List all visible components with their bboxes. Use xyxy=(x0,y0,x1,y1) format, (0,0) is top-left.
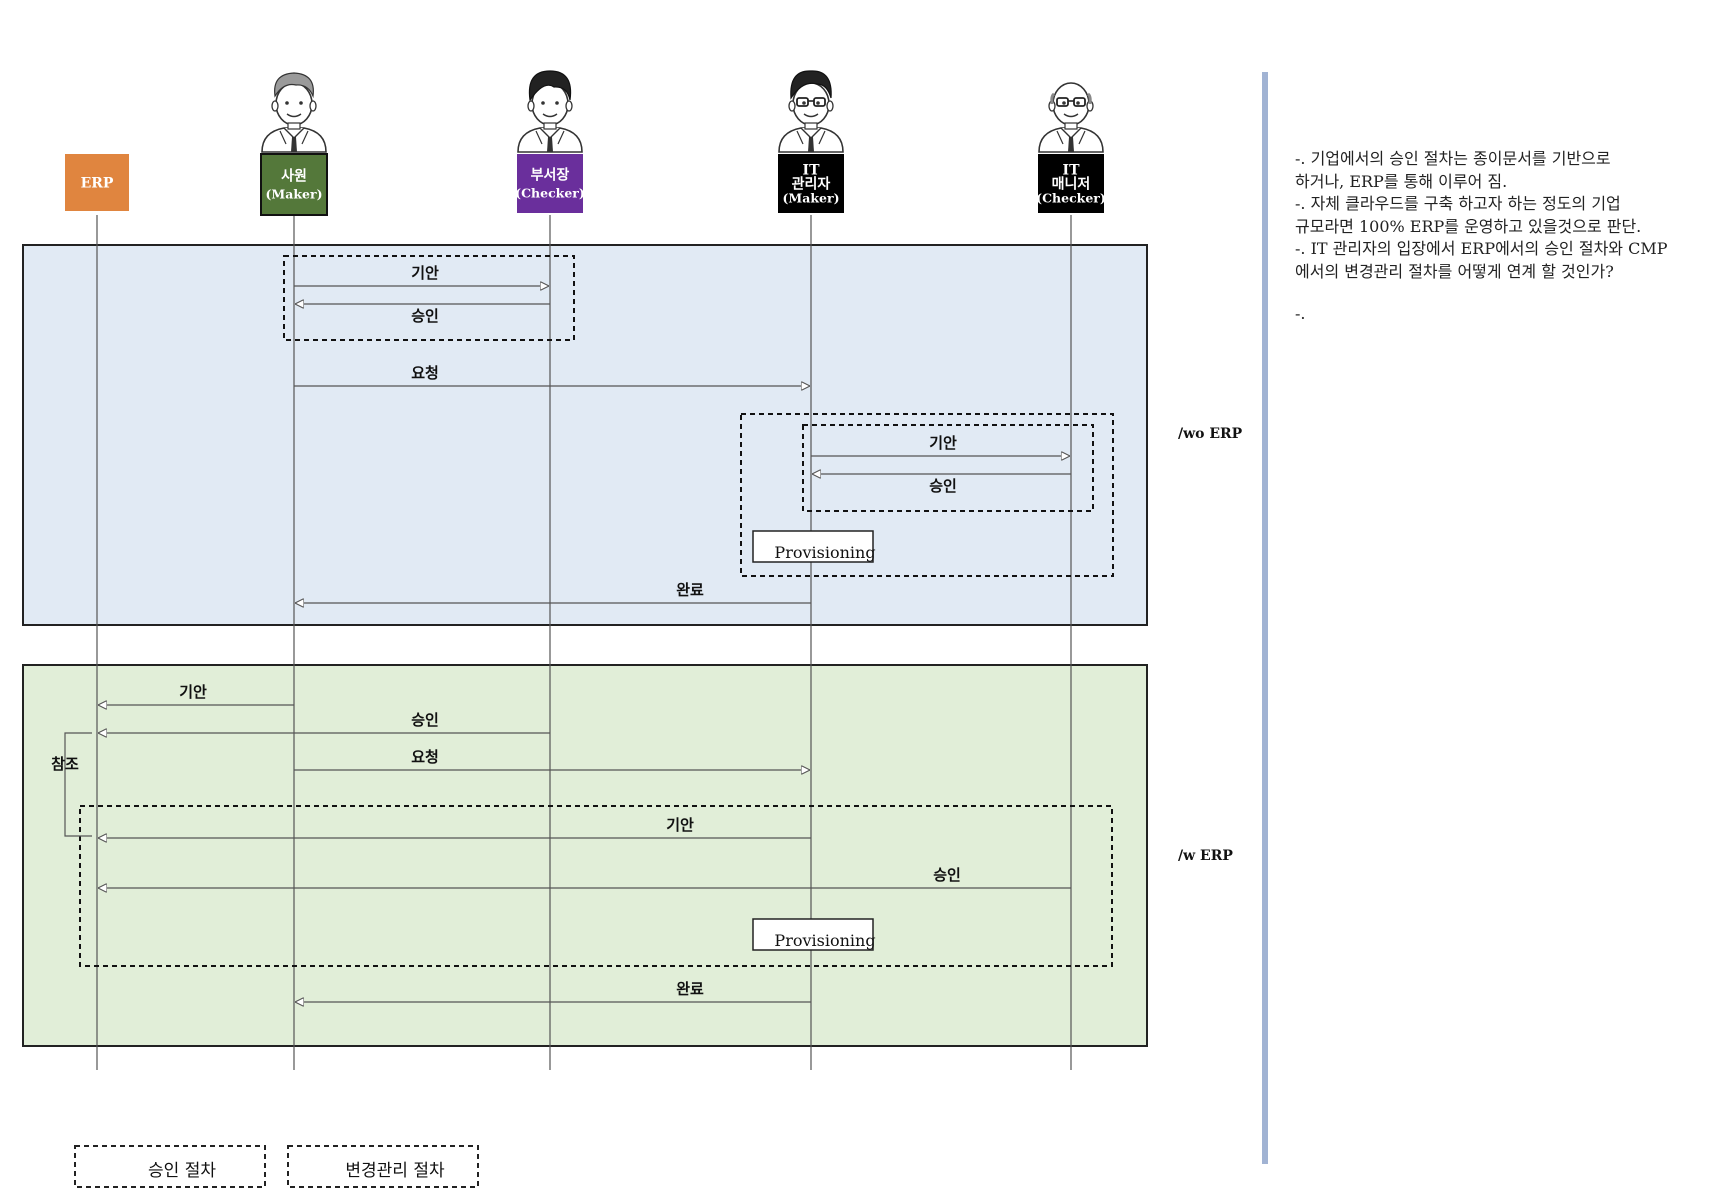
message-label: 승인 xyxy=(933,866,961,884)
message-w-1: 승인 xyxy=(98,711,550,733)
legend-change-management-label: 변경관리 절차 xyxy=(345,1161,445,1181)
message-label: 요청 xyxy=(411,364,439,382)
legend-change-management: 변경관리 절차 xyxy=(287,1145,479,1188)
legend-approval-label: 승인 절차 xyxy=(148,1161,216,1181)
message-w-2: 요청 xyxy=(294,748,810,770)
actor-box xyxy=(260,153,328,216)
message-label: 기안 xyxy=(666,816,694,834)
actor-label: IT xyxy=(803,163,821,179)
section-label-w-erp: /w ERP xyxy=(1178,848,1233,864)
actor-label: 사원 xyxy=(281,169,307,185)
actor-label: (Checker) xyxy=(515,186,585,201)
section-wo-erp xyxy=(22,244,1148,626)
message-wo-1: 승인 xyxy=(295,304,550,325)
note-line: 에서의 변경관리 절차를 어떻게 연계 할 것인가? xyxy=(1295,261,1614,281)
actor-dept-head: 부서장 (Checker) xyxy=(515,70,585,213)
message-wo-5: 완료 xyxy=(295,581,811,603)
message-w-0: 기안 xyxy=(98,683,294,705)
actor-label: 관리자 xyxy=(792,176,831,193)
message-label: 승인 xyxy=(411,711,439,729)
actor-erp: ERP xyxy=(65,154,129,211)
actor-label: (Checker) xyxy=(1036,191,1106,206)
section-w-erp xyxy=(22,664,1148,1047)
message-label: 요청 xyxy=(411,748,439,766)
note-line: -. 기업에서의 승인 절차는 종이문서를 기반으로 xyxy=(1295,149,1611,168)
message-w-5: 완료 xyxy=(295,980,811,1002)
actor-label: (Maker) xyxy=(266,187,323,202)
reference-connector xyxy=(64,732,92,837)
note-line: 규모라면 100% ERP를 운영하고 있을것으로 판단. xyxy=(1295,216,1642,236)
actor-label: IT xyxy=(1063,163,1081,179)
provisioning-box: Provisioning xyxy=(752,530,876,563)
change-management-frame xyxy=(79,805,1113,967)
message-label: 승인 xyxy=(411,307,439,325)
message-wo-3: 기안 xyxy=(811,434,1070,456)
message-label: 승인 xyxy=(929,477,957,495)
message-label: 완료 xyxy=(676,581,704,599)
actor-box xyxy=(1038,154,1104,213)
note-line: 하거나, ERP를 통해 이루어 짐. xyxy=(1295,171,1508,191)
note-line: -. IT 관리자의 입장에서 ERP에서의 승인 절차와 CMP xyxy=(1295,239,1668,258)
message-label: 기안 xyxy=(411,264,439,282)
divider xyxy=(1262,72,1268,1164)
message-wo-0: 기안 xyxy=(294,264,549,286)
message-w-4: 승인 xyxy=(98,866,1071,888)
note-tail: -. xyxy=(1295,304,1306,323)
message-label: 기안 xyxy=(929,434,957,452)
message-w-3: 기안 xyxy=(98,816,811,838)
provisioning-label: Provisioning xyxy=(774,931,875,950)
gray-hair-man-icon xyxy=(261,72,327,153)
change-management-frame xyxy=(740,413,1114,577)
black-hair-man-icon xyxy=(517,70,583,153)
message-label: 기안 xyxy=(179,683,207,701)
message-wo-4: 승인 xyxy=(812,474,1071,495)
actor-employee: 사원 (Maker) xyxy=(260,72,328,216)
message-wo-2: 요청 xyxy=(294,364,810,386)
legend-approval: 승인 절차 xyxy=(74,1145,266,1188)
provisioning-box: Provisioning xyxy=(752,918,876,951)
section-label-wo-erp: /wo ERP xyxy=(1178,426,1243,442)
notes-panel: -. 기업에서의 승인 절차는 종이문서를 기반으로 하거나, ERP를 통해 … xyxy=(1295,148,1715,326)
approval-frame xyxy=(283,255,575,341)
actor-label: 매니저 xyxy=(1052,177,1091,193)
actor-box xyxy=(517,154,583,213)
message-label: 완료 xyxy=(676,980,704,998)
bald-glasses-man-icon xyxy=(1038,82,1104,153)
actor-label: (Maker) xyxy=(783,191,840,206)
reference-label: 참조 xyxy=(51,755,79,773)
note-line: -. 자체 클라우드를 구축 하고자 하는 정도의 기업 xyxy=(1295,194,1621,213)
provisioning-label: Provisioning xyxy=(774,543,875,562)
actor-box xyxy=(65,154,129,211)
actor-box xyxy=(778,154,844,213)
approval-frame xyxy=(802,424,1094,512)
glasses-man-icon xyxy=(778,70,844,153)
actor-label: ERP xyxy=(81,176,114,192)
actor-label: 부서장 xyxy=(531,167,570,184)
